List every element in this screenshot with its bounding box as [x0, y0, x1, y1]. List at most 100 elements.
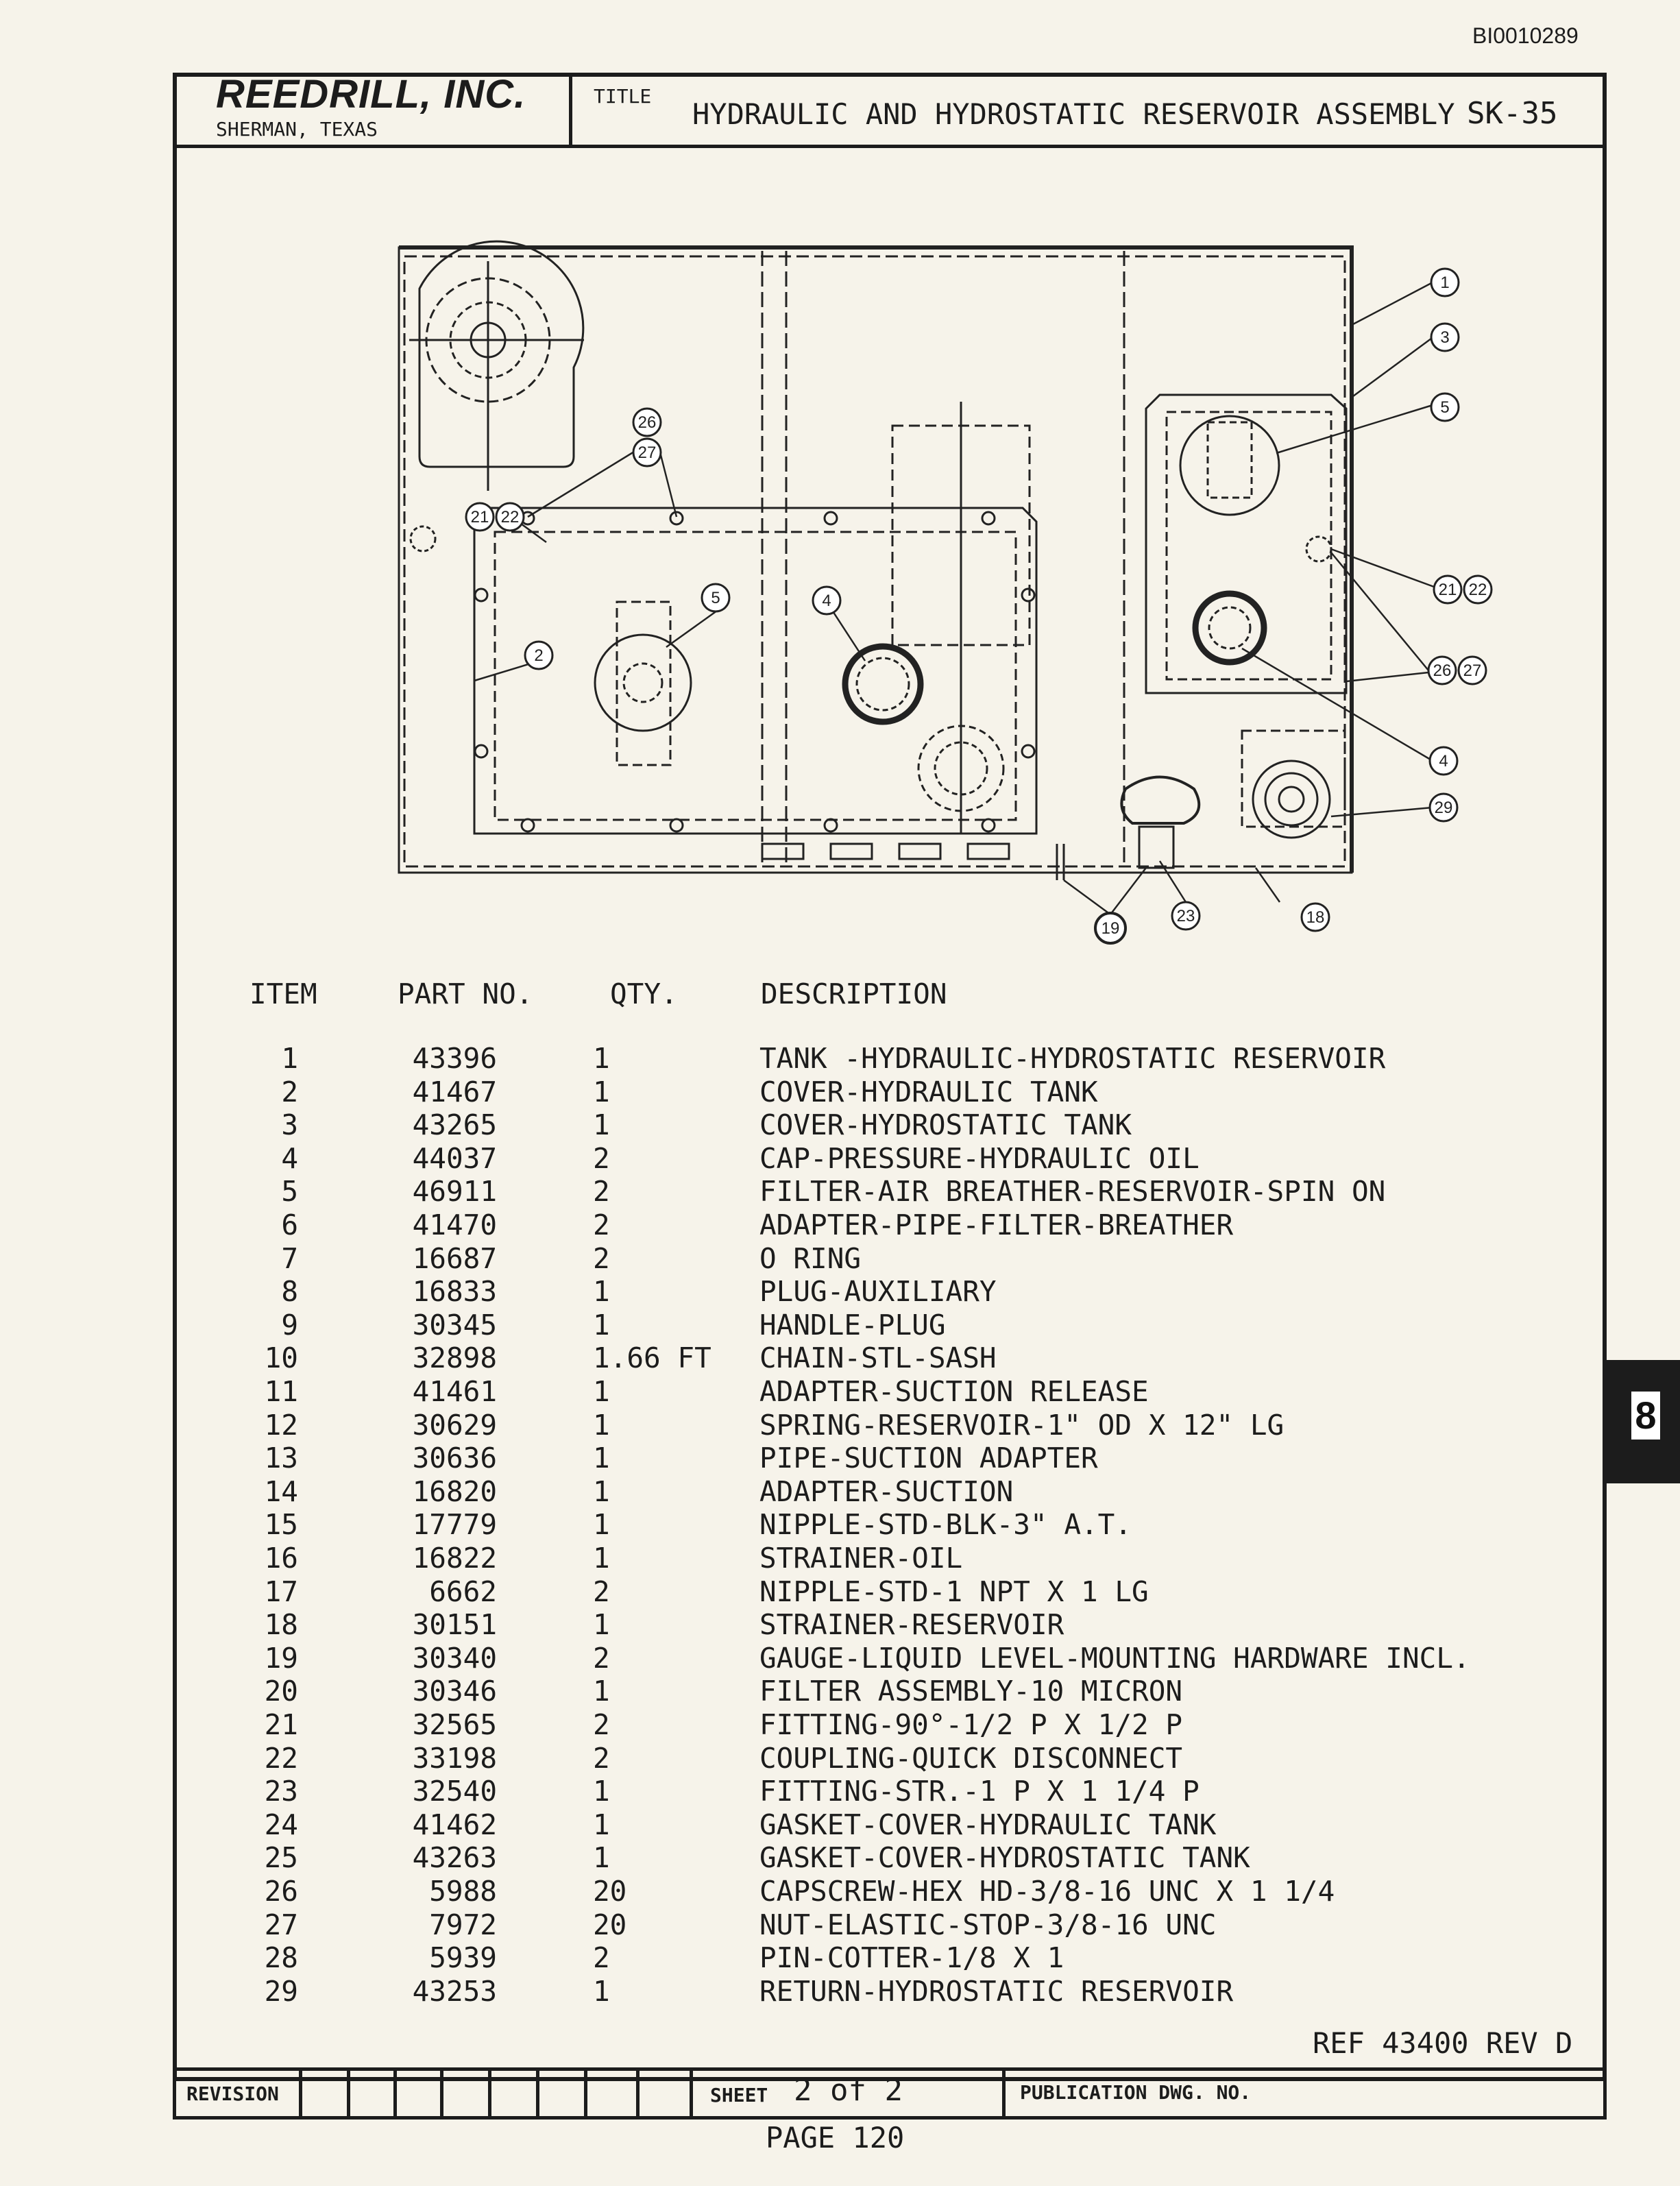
description: FILTER-AIR BREATHER-RESERVOIR-SPIN ON: [759, 1175, 1386, 1209]
revision-cell-divider: [488, 2067, 491, 2120]
svg-text:26: 26: [1433, 661, 1452, 680]
svg-text:1: 1: [1440, 274, 1449, 292]
callout-5: 5: [1430, 392, 1460, 422]
part-number: 5988: [429, 1875, 497, 1908]
quantity: 1: [593, 1442, 610, 1475]
revision-label: REVISION: [186, 2082, 279, 2105]
description: FILTER ASSEMBLY-10 MICRON: [759, 1675, 1183, 1708]
sheet-code: SK-35: [1467, 96, 1558, 131]
part-number: 16820: [412, 1474, 497, 1508]
item-number: 27: [264, 1908, 298, 1941]
callout-1: 1: [1430, 267, 1460, 297]
quantity: 1: [593, 1808, 610, 1841]
callout-27: 27: [632, 437, 662, 467]
callout-2: 2: [524, 640, 554, 670]
item-number: 25: [264, 1841, 298, 1875]
revision-cell-divider: [690, 2067, 693, 2120]
quantity: 1: [593, 1608, 610, 1642]
item-number: 18: [264, 1608, 298, 1642]
callout-19: 19: [1094, 912, 1127, 945]
part-number: 30340: [412, 1641, 497, 1675]
description: GASKET-COVER-HYDROSTATIC TANK: [759, 1841, 1250, 1875]
item-number: 26: [264, 1875, 298, 1908]
svg-text:21: 21: [471, 508, 489, 526]
company-name: REEDRILL, INC.: [216, 72, 526, 117]
section-tab-number: 8: [1631, 1392, 1660, 1440]
svg-text:21: 21: [1439, 581, 1457, 599]
callout-5b: 5: [701, 583, 731, 613]
svg-text:19: 19: [1101, 919, 1120, 938]
svg-text:29: 29: [1435, 799, 1453, 817]
item-number: 17: [264, 1575, 298, 1608]
title-label: TITLE: [594, 85, 652, 108]
description: PLUG-AUXILIARY: [759, 1275, 997, 1309]
company-location: SHERMAN, TEXAS: [216, 118, 378, 141]
item-number: 5: [281, 1175, 298, 1209]
item-number: 3: [281, 1108, 298, 1142]
svg-text:23: 23: [1177, 907, 1195, 925]
quantity: 2: [593, 1575, 610, 1608]
hydrostatic-cover: [1145, 393, 1348, 694]
svg-text:2: 2: [534, 646, 543, 665]
svg-text:4: 4: [1439, 752, 1448, 770]
footer-block: [173, 2067, 1607, 2120]
callout-26: 26: [632, 407, 662, 437]
quantity: 1: [593, 1108, 610, 1142]
item-number: 16: [264, 1542, 298, 1575]
description: COVER-HYDRAULIC TANK: [759, 1075, 1098, 1108]
quantity: 2: [593, 1141, 610, 1175]
quantity: 2: [593, 1741, 610, 1775]
item-number: 19: [264, 1641, 298, 1675]
part-number: 7972: [429, 1908, 497, 1941]
item-number: 14: [264, 1474, 298, 1508]
item-number: 13: [264, 1442, 298, 1475]
item-number: 28: [264, 1941, 298, 1975]
item-number: 22: [264, 1741, 298, 1775]
description: ADAPTER-PIPE-FILTER-BREATHER: [759, 1209, 1234, 1241]
description: ADAPTER-SUCTION: [759, 1474, 1014, 1508]
callout-18: 18: [1300, 902, 1330, 932]
item-number: 10: [264, 1341, 298, 1375]
column-header-qty: QTY.: [610, 977, 678, 1010]
part-number: 32898: [412, 1341, 497, 1375]
tank-outline: [398, 246, 1353, 874]
description: FITTING-90°-1/2 P X 1/2 P: [759, 1708, 1183, 1741]
item-number: 11: [264, 1375, 298, 1408]
title-block-divider: [569, 73, 572, 148]
description: GAUGE-LIQUID LEVEL-MOUNTING HARDWARE INC…: [759, 1641, 1470, 1675]
description: NUT-ELASTIC-STOP-3/8-16 UNC: [759, 1908, 1217, 1941]
callout-23: 23: [1171, 901, 1201, 931]
quantity: 1.66 FT: [593, 1341, 711, 1375]
part-number: 43265: [412, 1108, 497, 1142]
part-number: 43253: [412, 1974, 497, 2008]
description: PIPE-SUCTION ADAPTER: [759, 1442, 1098, 1475]
revision-cell-divider: [347, 2067, 350, 2120]
quantity: 2: [593, 1941, 610, 1975]
hydraulic-cover: [473, 507, 1038, 835]
description: PIN-COTTER-1/8 X 1: [759, 1941, 1064, 1975]
quantity: 2: [593, 1175, 610, 1209]
part-number: 41461: [412, 1375, 497, 1408]
publication-dwg-label: PUBLICATION DWG. NO.: [1020, 2081, 1252, 2104]
description: TANK -HYDRAULIC-HYDROSTATIC RESERVOIR: [759, 1042, 1386, 1075]
column-header-item: ITEM: [249, 977, 317, 1010]
description: NIPPLE-STD-BLK-3" A.T.: [759, 1508, 1132, 1542]
description: COVER-HYDROSTATIC TANK: [759, 1108, 1132, 1142]
callout-26b: 26: [1427, 655, 1457, 685]
item-number: 9: [281, 1308, 298, 1341]
description: SPRING-RESERVOIR-1" OD X 12" LG: [759, 1408, 1285, 1442]
svg-text:26: 26: [638, 413, 657, 432]
item-number: 6: [281, 1209, 298, 1241]
description: O RING: [759, 1241, 862, 1275]
callout-29: 29: [1428, 792, 1459, 823]
svg-text:4: 4: [822, 592, 831, 610]
part-number: 30345: [412, 1308, 497, 1341]
sheet-cell-divider: [1002, 2067, 1006, 2120]
quantity: 1: [593, 1974, 610, 2008]
item-number: 24: [264, 1808, 298, 1841]
part-number: 41467: [412, 1075, 497, 1108]
part-number: 41470: [412, 1209, 497, 1241]
description: CHAIN-STL-SASH: [759, 1341, 997, 1375]
item-number: 29: [264, 1974, 298, 2008]
description: STRAINER-RESERVOIR: [759, 1608, 1064, 1642]
